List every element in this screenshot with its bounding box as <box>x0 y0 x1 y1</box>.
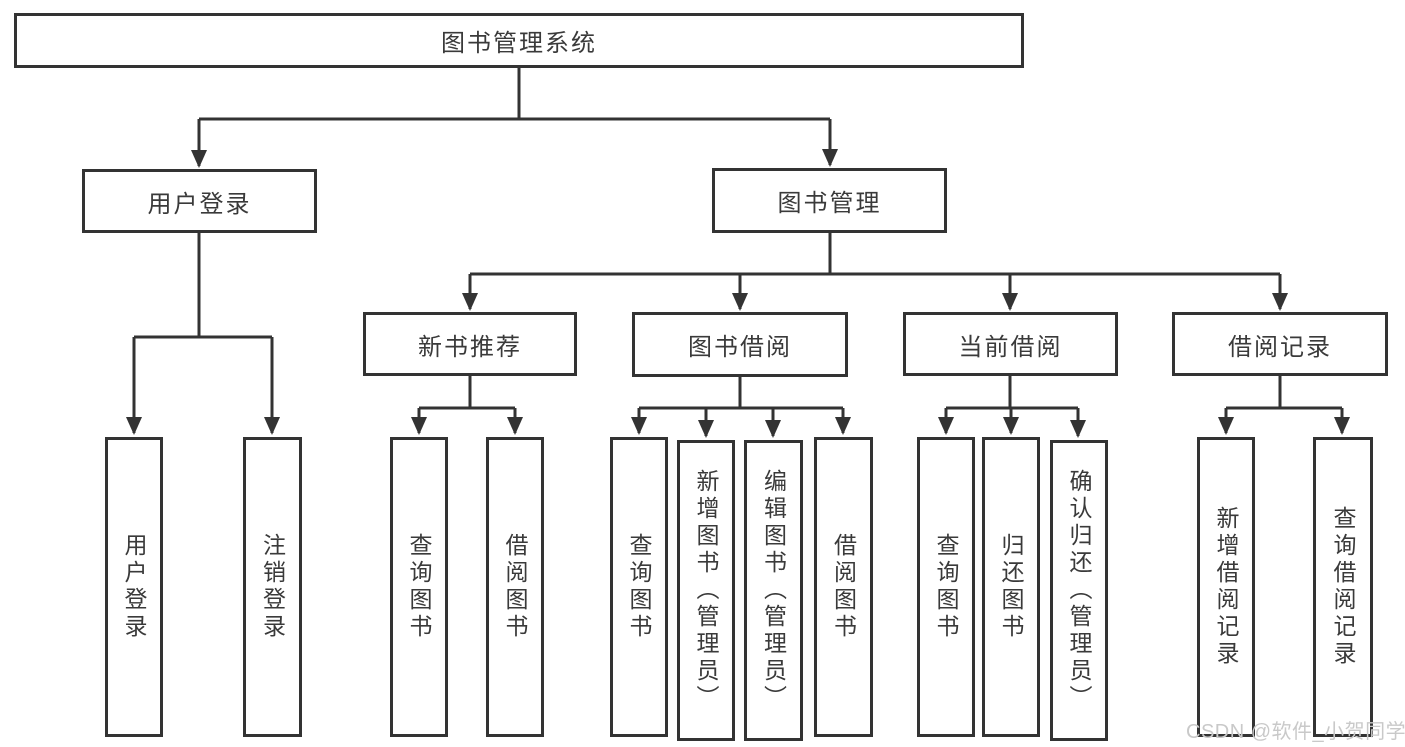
leaf-borrowing-borrow-books: 借阅图书 <box>814 437 873 737</box>
node-current-borrowing: 当前借阅 <box>903 312 1118 376</box>
leaf-current-confirm-return-admin: 确认归还（管理员） <box>1050 440 1108 741</box>
leaf-newbooks-query-books: 查询图书 <box>390 437 448 737</box>
leaf-current-return-books: 归还图书 <box>982 437 1040 737</box>
connector-records-to-children <box>1224 376 1344 433</box>
connector-userlogin-to-children <box>132 232 274 433</box>
leaf-borrowing-query-books: 查询图书 <box>610 437 668 737</box>
connector-bookmgmt-to-level3 <box>468 233 1282 309</box>
node-book-management: 图书管理 <box>712 168 947 233</box>
connector-bookborrow-to-children <box>637 377 845 436</box>
node-user-login: 用户登录 <box>82 169 317 233</box>
leaf-borrowing-edit-books-admin: 编辑图书（管理员） <box>744 440 803 741</box>
leaf-borrowing-add-books-admin: 新增图书（管理员） <box>677 440 735 741</box>
leaf-user-login: 用户登录 <box>105 437 163 737</box>
leaf-records-add-record: 新增借阅记录 <box>1197 437 1255 737</box>
node-root: 图书管理系统 <box>14 13 1024 68</box>
node-new-book-recommendation: 新书推荐 <box>363 312 577 376</box>
leaf-newbooks-borrow-books: 借阅图书 <box>486 437 544 737</box>
node-borrowing-records: 借阅记录 <box>1172 312 1388 376</box>
node-book-borrowing: 图书借阅 <box>632 312 848 377</box>
connector-root-to-level2 <box>197 68 832 166</box>
connector-newbooks-to-children <box>417 376 517 433</box>
connector-currentborrow-to-children <box>944 376 1080 436</box>
leaf-current-query-books: 查询图书 <box>917 437 975 737</box>
watermark: CSDN @软件_小贺同学 <box>1186 721 1405 743</box>
leaf-logout: 注销登录 <box>243 437 302 737</box>
leaf-records-query-record: 查询借阅记录 <box>1313 437 1373 737</box>
